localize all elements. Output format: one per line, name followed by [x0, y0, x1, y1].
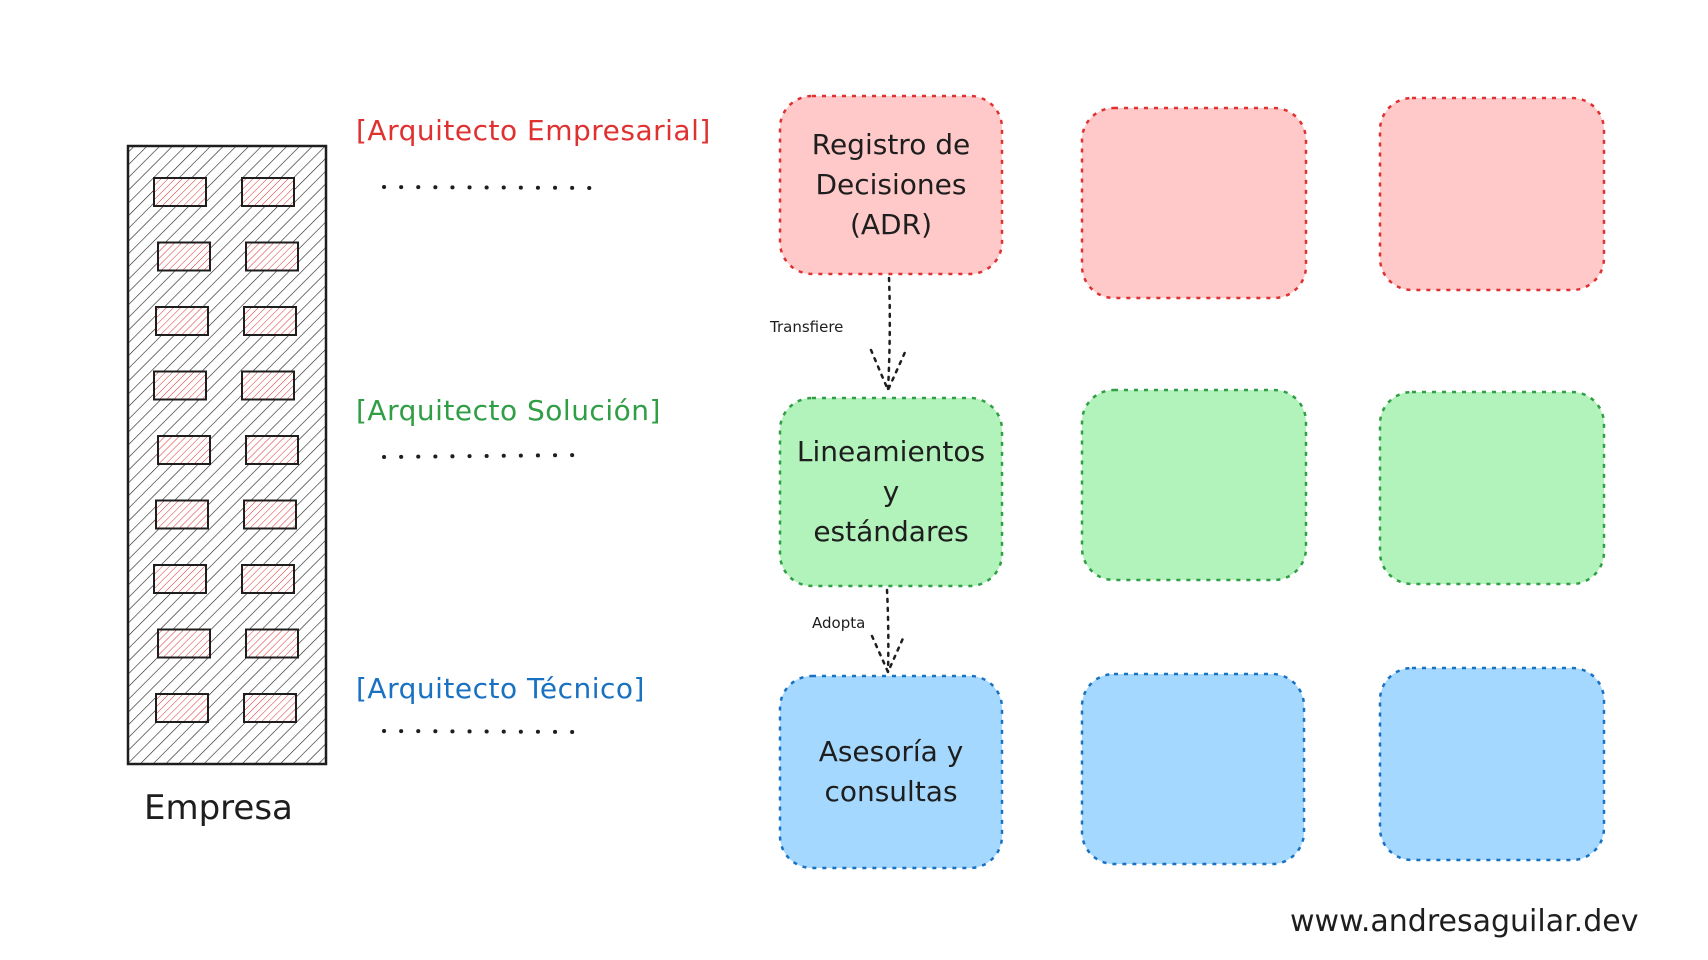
building-window [241, 177, 295, 207]
role-label-enterprise: [Arquitecto Empresarial] [356, 114, 711, 147]
building-window [243, 499, 297, 530]
building-window [153, 564, 207, 594]
role-leader-solution [382, 453, 582, 459]
building-window [245, 435, 299, 465]
building-window [157, 628, 211, 659]
box-advisory[interactable] [778, 674, 1004, 870]
role-label-technical: [Arquitecto Técnico] [356, 672, 645, 705]
box-technical-2[interactable] [1080, 672, 1306, 866]
arrow-adopta-head [870, 634, 906, 676]
arrow-transfiere-line [886, 276, 892, 392]
row-solution [778, 388, 1606, 588]
box-technical-3[interactable] [1378, 666, 1606, 862]
edge-label-transfiere: Transfiere [770, 318, 844, 336]
building-window [157, 435, 211, 465]
arrow-adopta-line [885, 588, 890, 674]
building-window [153, 370, 207, 401]
role-label-solution: [Arquitecto Solución] [356, 394, 661, 427]
edge-label-adopta: Adopta [812, 614, 866, 632]
building-window [243, 306, 297, 336]
role-leader-enterprise [382, 185, 604, 190]
building-window [155, 499, 209, 530]
box-guidelines[interactable] [778, 396, 1004, 588]
box-guidelines-text: Lineamientos y estándares [796, 435, 986, 548]
arrow-adopta [870, 588, 906, 676]
building-label: Empresa [144, 788, 293, 828]
footer-url[interactable]: www.andresaguilar.dev [1290, 904, 1639, 939]
building-window [245, 241, 299, 272]
row-enterprise [778, 94, 1606, 300]
building-window [241, 564, 295, 594]
building-window [155, 693, 209, 723]
building [126, 144, 328, 766]
arrow-transfiere-head [869, 348, 908, 394]
arrow-transfiere [869, 276, 908, 394]
box-adr-text: Registro de Decisiones (ADR) [811, 128, 971, 241]
building-window [245, 628, 299, 659]
building-window [157, 241, 211, 272]
box-enterprise-2[interactable] [1080, 106, 1308, 300]
building-window [155, 306, 209, 336]
role-leaders [382, 185, 604, 734]
box-enterprise-3[interactable] [1378, 96, 1606, 292]
building-window [243, 693, 297, 723]
box-solution-2[interactable] [1080, 388, 1308, 582]
building-windows [153, 177, 299, 723]
role-leader-technical [382, 729, 584, 734]
box-solution-3[interactable] [1378, 390, 1606, 586]
building-window [153, 177, 207, 207]
building-window [241, 370, 295, 401]
box-advisory-text: Asesoría y consultas [818, 735, 964, 808]
row-technical [778, 666, 1606, 870]
box-adr[interactable] [778, 94, 1004, 276]
